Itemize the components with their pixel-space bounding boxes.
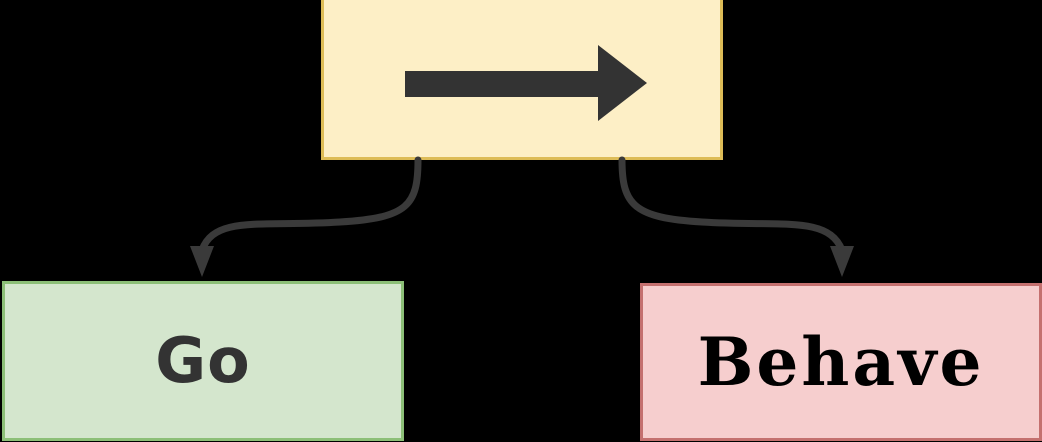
arrowhead-down-go xyxy=(190,246,214,277)
right-arrow-icon xyxy=(324,0,720,157)
node-go[interactable]: Go xyxy=(2,281,404,441)
node-go-label: Go xyxy=(155,324,251,397)
edge-decision-to-behave xyxy=(618,156,854,277)
arrowhead-down-behave xyxy=(830,246,854,277)
node-behave-label: Behave xyxy=(697,323,985,401)
edge-decision-to-go xyxy=(190,156,422,277)
node-decision-arrow[interactable] xyxy=(321,0,723,160)
node-behave[interactable]: Behave xyxy=(640,283,1042,441)
